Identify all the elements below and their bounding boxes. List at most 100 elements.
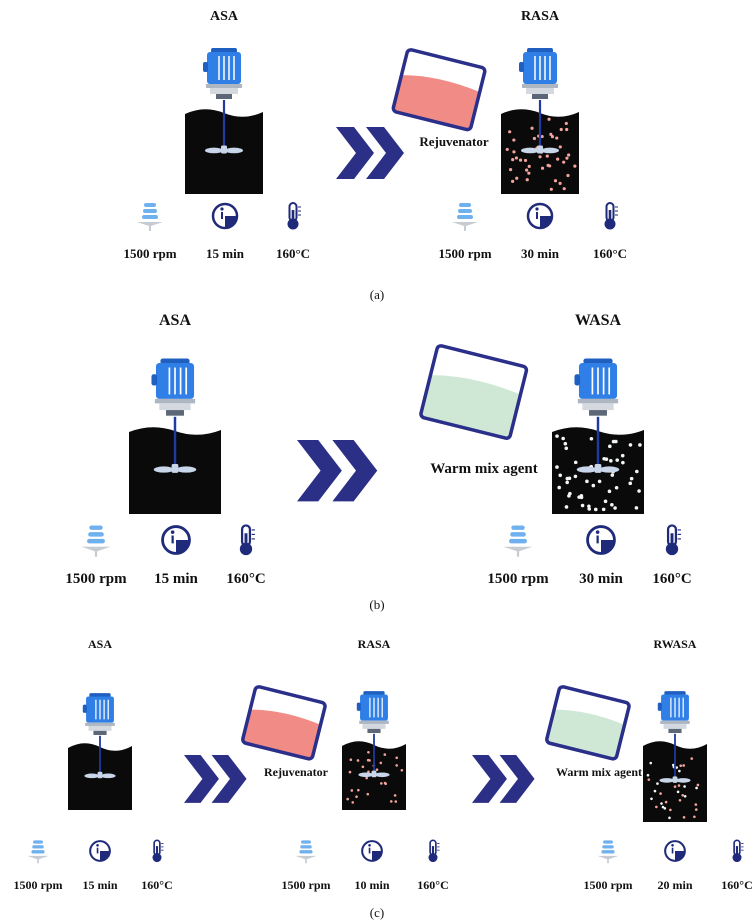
param-temp-value: 160°C <box>721 878 752 892</box>
stirrer-motor-icon <box>356 690 390 734</box>
impeller <box>205 145 243 154</box>
particle <box>564 121 568 126</box>
stirrer-motor-icon <box>573 357 620 417</box>
particle <box>678 769 681 773</box>
thermometer-icon <box>603 202 619 231</box>
particle <box>663 807 667 810</box>
particle <box>558 473 563 478</box>
stirrer-motor-icon <box>202 47 243 100</box>
particle <box>579 494 584 498</box>
beaker-icon <box>545 685 631 761</box>
param-time-value: 10 min <box>354 878 389 892</box>
particle <box>540 166 545 170</box>
particle <box>591 483 596 488</box>
particle <box>676 790 680 794</box>
param-time-value: 15 min <box>82 878 117 892</box>
particle <box>355 795 358 799</box>
particle <box>514 156 519 160</box>
stirrer-motor-icon <box>82 692 116 736</box>
particle <box>394 800 398 803</box>
particle <box>566 173 570 178</box>
double-chevron-arrow-icon <box>336 127 404 179</box>
particle <box>613 506 617 510</box>
rpm-icon <box>81 525 111 557</box>
particle <box>638 443 642 447</box>
particle <box>660 802 663 805</box>
particle <box>678 798 682 802</box>
beaker-icon <box>419 344 529 440</box>
particle <box>389 800 393 803</box>
particle <box>695 786 698 790</box>
particle <box>655 805 658 809</box>
particle <box>549 187 553 191</box>
particle <box>620 453 625 458</box>
particle <box>587 507 592 511</box>
additive-particles <box>646 757 700 820</box>
particle <box>628 443 633 447</box>
particle <box>668 816 671 820</box>
particle <box>693 815 696 819</box>
particle <box>593 507 598 512</box>
particle <box>661 805 665 809</box>
particle <box>609 459 613 463</box>
particle <box>562 160 566 164</box>
step-title: RWASA <box>654 637 697 651</box>
particle <box>368 759 371 762</box>
particle <box>621 460 625 465</box>
rpm-icon <box>27 840 49 864</box>
clock-icon <box>211 202 239 230</box>
double-chevron-arrow-icon <box>184 755 247 803</box>
particle <box>656 782 659 785</box>
particle <box>669 808 672 812</box>
rpm-icon <box>452 203 478 231</box>
particle <box>610 473 615 477</box>
clock-icon <box>526 202 554 230</box>
beaker-icon <box>241 685 327 761</box>
particle <box>379 761 383 765</box>
particle <box>603 499 608 504</box>
particle <box>653 789 657 793</box>
particle <box>637 489 641 493</box>
particle <box>395 764 399 767</box>
particle <box>585 479 589 484</box>
particle <box>523 158 528 163</box>
particle <box>545 154 549 158</box>
particle <box>538 155 542 159</box>
param-time-value: 20 min <box>657 878 692 892</box>
panel-caption: (a) <box>370 287 384 302</box>
stirrer-motor-icon <box>518 47 559 100</box>
param-temp-value: 160°C <box>593 246 627 261</box>
particle <box>565 156 569 160</box>
particle <box>559 127 563 132</box>
particle <box>367 770 370 774</box>
param-temp-value: 160°C <box>652 571 691 587</box>
particle <box>558 181 562 185</box>
stirrer-motor-icon <box>657 690 691 734</box>
particle <box>561 436 565 441</box>
particle <box>682 816 686 819</box>
param-speed-value: 1500 rpm <box>65 571 127 587</box>
particle <box>547 117 551 121</box>
panel-caption: (b) <box>369 597 384 612</box>
particle <box>356 759 360 762</box>
particle <box>690 757 694 760</box>
particle <box>608 444 612 449</box>
particle <box>555 465 559 469</box>
param-speed-value: 1500 rpm <box>282 878 331 892</box>
rpm-icon <box>597 840 619 864</box>
param-speed-value: 1500 rpm <box>438 246 491 261</box>
particle <box>615 458 619 462</box>
double-chevron-arrow-icon <box>297 440 378 502</box>
impeller <box>358 770 390 778</box>
param-time-value: 15 min <box>206 246 245 261</box>
particle <box>393 794 397 797</box>
particle <box>555 434 559 438</box>
particle <box>673 785 677 788</box>
particle <box>511 179 515 183</box>
particle <box>357 788 360 792</box>
